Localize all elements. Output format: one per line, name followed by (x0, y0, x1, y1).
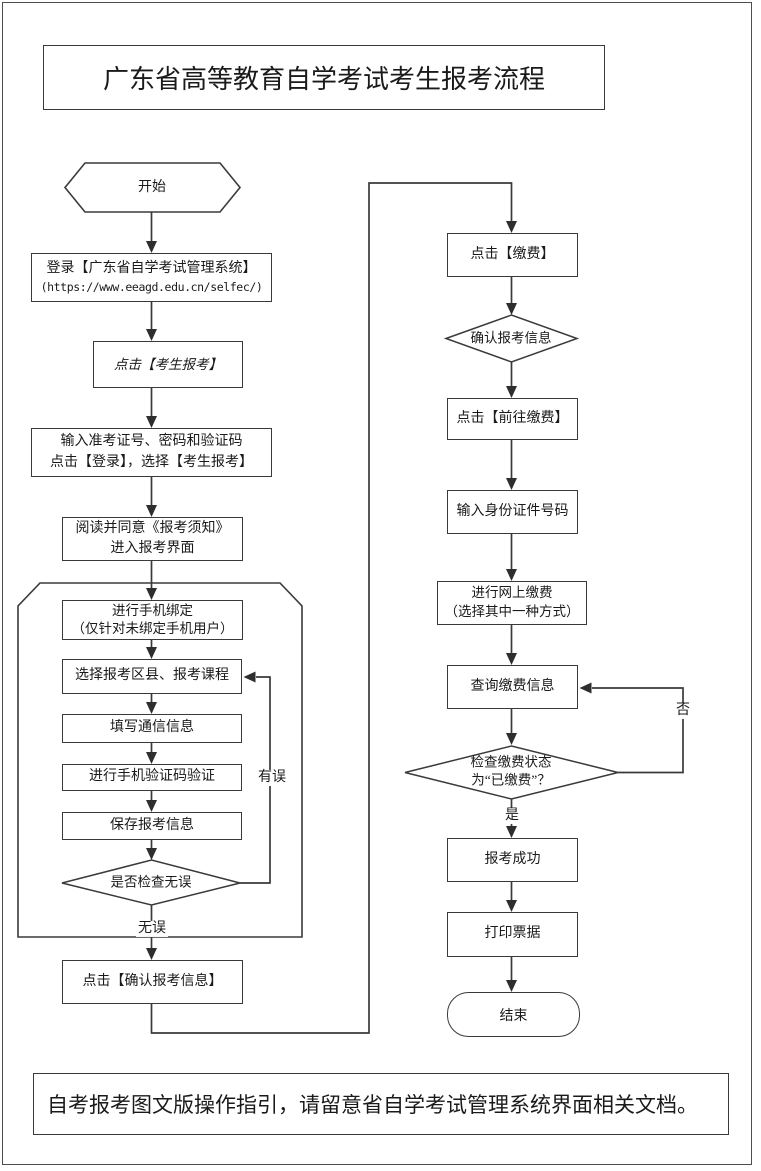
node-bind-phone-line2: （仅针对未绑定手机用户） (71, 621, 234, 636)
node-click-pay-label: 点击【缴费】 (470, 246, 555, 262)
edge-label-no-error: 无误 (136, 920, 168, 938)
arrowhead-down-icon (146, 702, 157, 714)
decision-check-no-error (61, 859, 241, 906)
node-enter-credentials-line1: 输入准考证号、密码和验证码 (60, 434, 243, 450)
start-hexagon (63, 162, 242, 213)
node-register-success-label: 报考成功 (484, 851, 541, 867)
node-end-label: 结束 (499, 1008, 528, 1024)
page-border (2, 2, 752, 1165)
node-sms-verify: 进行手机验证码验证 (62, 764, 242, 791)
arrowhead-down-icon (506, 386, 517, 398)
node-online-pay-line2: （选择其中一种方式） (444, 604, 580, 619)
node-login-system-url: (https://www.eeagd.edu.cn/selfec/) (40, 280, 263, 295)
footer-note-box: 自考报考图文版操作指引，请留意省自学考试管理系统界面相关文档。 (33, 1073, 729, 1135)
arrowhead-down-icon (506, 900, 517, 912)
decision-check-no-error-label: 是否检查无误 (110, 874, 192, 890)
arrowhead-down-icon (146, 241, 157, 253)
arrowhead-down-icon (146, 848, 157, 860)
arrowhead-down-icon (506, 569, 517, 581)
node-print-receipt-label: 打印票据 (484, 926, 541, 942)
footer-note-text: 自考报考图文版操作指引，请留意省自学考试管理系统界面相关文档。 (47, 1093, 698, 1117)
node-click-candidate-register: 点击【考生报考】 (93, 341, 243, 388)
node-click-pay: 点击【缴费】 (447, 233, 578, 277)
node-bind-phone: 进行手机绑定 （仅针对未绑定手机用户） (62, 600, 243, 640)
arrowhead-down-icon (506, 733, 517, 745)
node-enter-credentials: 输入准考证号、密码和验证码 点击【登录】，选择【考生报考】 (31, 428, 272, 477)
arrowhead-down-icon (146, 416, 157, 428)
decision-check-paid (404, 745, 619, 800)
arrowhead-down-icon (506, 653, 517, 665)
group-container-outline (17, 582, 303, 938)
edge-label-yes: 是 (503, 807, 521, 825)
arrowhead-down-icon (146, 647, 157, 659)
node-select-district-courses-label: 选择报考区县、报考课程 (75, 668, 229, 684)
node-click-candidate-register-label: 点击【考生报考】 (114, 356, 222, 372)
arrowhead-down-icon (146, 329, 157, 341)
edge-label-has-error: 有误 (256, 769, 288, 787)
arrowhead-down-icon (146, 800, 157, 812)
arrowhead-down-icon (506, 478, 517, 490)
node-save-register-info-label: 保存报考信息 (110, 817, 194, 833)
node-print-receipt: 打印票据 (447, 912, 578, 957)
arrowhead-down-icon (506, 221, 517, 233)
node-read-notice: 阅读并同意《报考须知》 进入报考界面 (62, 517, 243, 561)
node-query-pay-info: 查询缴费信息 (447, 665, 578, 709)
node-read-notice-line1: 阅读并同意《报考须知》 (75, 520, 230, 536)
node-sms-verify-label: 进行手机验证码验证 (89, 769, 215, 785)
node-save-register-info: 保存报考信息 (62, 812, 242, 840)
node-enter-credentials-line2: 点击【登录】，选择【考生报考】 (50, 454, 253, 470)
node-login-system: 登录【广东省自学考试管理系统】 (https://www.eeagd.edu.c… (31, 253, 272, 302)
edge-label-no: 否 (674, 702, 692, 720)
node-online-pay: 进行网上缴费 （选择其中一种方式） (437, 581, 587, 625)
node-goto-pay: 点击【前往缴费】 (447, 398, 578, 440)
arrowhead-down-icon (146, 752, 157, 764)
node-bind-phone-line1: 进行手机绑定 (112, 602, 193, 618)
arrowhead-down-icon (146, 948, 157, 960)
node-read-notice-line2: 进入报考界面 (110, 541, 195, 556)
node-confirm-register-info-label: 点击【确认报考信息】 (82, 973, 223, 989)
node-select-district-courses: 选择报考区县、报考课程 (62, 659, 242, 694)
decision-confirm-info (443, 314, 580, 363)
node-fill-contact-info-label: 填写通信信息 (110, 720, 194, 736)
arrowhead-left-icon (579, 682, 592, 694)
page-title: 广东省高等教育自学考试考生报考流程 (102, 65, 545, 94)
decision-check-paid-line1: 检查缴费状态 (470, 754, 552, 770)
node-enter-id-number-label: 输入身份证件号码 (456, 503, 569, 519)
arrowhead-left-icon (243, 671, 256, 683)
arrowheads (146, 221, 592, 992)
node-start-label: 开始 (138, 180, 166, 196)
node-goto-pay-label: 点击【前往缴费】 (456, 410, 569, 426)
arrowhead-down-icon (506, 980, 517, 992)
node-enter-id-number: 输入身份证件号码 (447, 490, 578, 534)
node-confirm-register-info: 点击【确认报考信息】 (62, 960, 243, 1004)
node-fill-contact-info: 填写通信信息 (62, 714, 242, 743)
decision-confirm-info-label: 确认报考信息 (470, 330, 552, 346)
node-end: 结束 (447, 992, 580, 1037)
node-query-pay-info-label: 查询缴费信息 (470, 678, 555, 694)
decision-check-paid-line2: 为“已缴费”？ (471, 772, 551, 788)
arrowhead-down-icon (146, 505, 157, 517)
arrowhead-down-icon (506, 303, 517, 315)
node-register-success: 报考成功 (447, 838, 578, 882)
arrowhead-down-icon (146, 588, 157, 600)
arrowhead-down-icon (506, 826, 517, 838)
node-login-system-line1: 登录【广东省自学考试管理系统】 (46, 261, 257, 277)
title-box: 广东省高等教育自学考试考生报考流程 (43, 45, 605, 110)
node-online-pay-line1: 进行网上缴费 (471, 585, 553, 601)
